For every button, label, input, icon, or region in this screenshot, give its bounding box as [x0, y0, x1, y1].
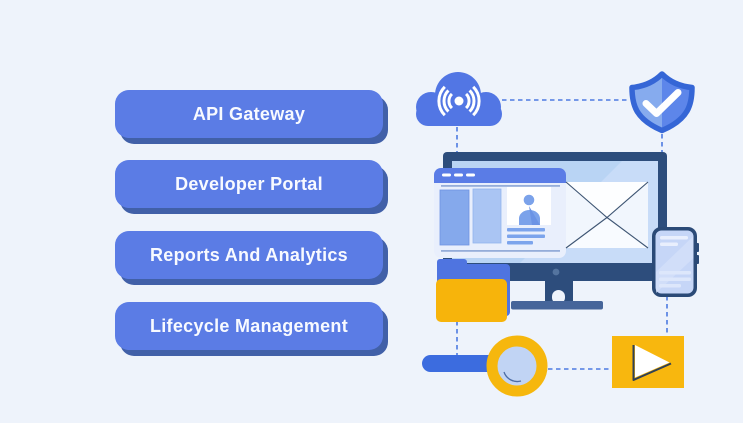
browser-window-icon [434, 168, 566, 258]
magnifier-handle [422, 355, 497, 372]
browser-panel-middle [472, 188, 502, 244]
folder-icon [436, 259, 510, 322]
magnifier-icon [422, 335, 548, 397]
browser-titlebar-dashes [442, 173, 475, 177]
monitor-camera-dot [552, 268, 560, 276]
feature-pill-api-gateway: API Gateway [115, 90, 383, 138]
magnifier-lens [486, 335, 548, 397]
play-icon [635, 345, 670, 378]
feature-pill-label: Developer Portal [175, 173, 323, 194]
profile-card [507, 187, 551, 225]
feature-pill-reports-analytics: Reports And Analytics [115, 231, 383, 279]
feature-pill-label: API Gateway [192, 103, 306, 124]
phone-text-lines-bottom [659, 271, 691, 288]
feature-pill-lifecycle-management: Lifecycle Management [115, 302, 383, 350]
browser-panel-left [439, 189, 470, 246]
phone-text-lines [660, 236, 688, 246]
feature-pill-label: Reports And Analytics [150, 244, 348, 265]
monitor-stand-base [511, 301, 603, 310]
feature-pill-label: Lifecycle Management [149, 315, 349, 336]
shield-check-icon [629, 71, 695, 134]
folder-front [436, 279, 507, 322]
broadcast-cloud-icon [416, 72, 502, 126]
feature-pill-developer-portal: Developer Portal [115, 160, 383, 208]
check-icon [642, 89, 682, 117]
smartphone-icon [652, 227, 699, 297]
video-player-icon [612, 336, 684, 388]
signal-waves-icon [437, 85, 481, 117]
browser-titlebar [434, 168, 566, 183]
user-avatar-icon [523, 194, 535, 206]
email-envelope-icon [565, 181, 649, 249]
browser-text-lines [507, 228, 545, 245]
